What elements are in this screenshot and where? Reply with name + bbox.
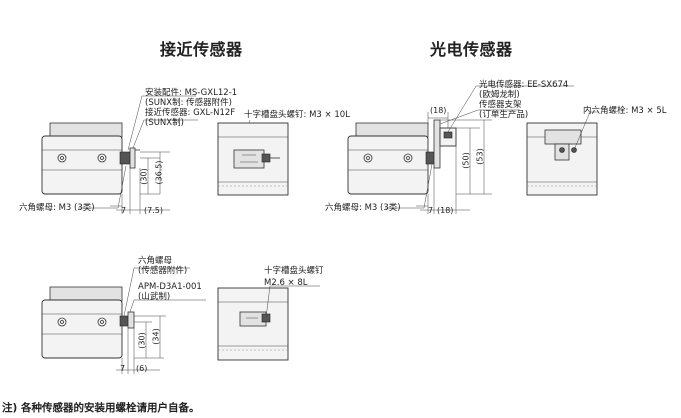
heading-proximity-sensor: 接近传感器 [160,40,243,59]
photo-label-2: 传感器支架 [479,100,522,110]
photo-label-block: 光电传感器: EE-SX674 (欧姆龙制) 传感器支架 (订单生产品) [479,80,568,120]
footnote: 注) 各种传感器的安装用螺栓请用户自备。 [2,402,200,414]
photo-dim-18-top: (18) [430,106,447,115]
photo-dim-50: (50) [461,152,471,169]
photo-actuator-side [526,111,598,196]
photo-dim-7: 7 [428,206,434,215]
proximity-top-label-block: 安装配件: MS-GXL12-1 (SUNX制: 传感器附件) 接近传感器: G… [145,88,237,128]
proximity-bottom-dim-6: (6) [136,364,148,373]
proximity-bottom-screw-title: 十字槽盘头螺钉 [264,266,324,276]
photo-label-0: 光电传感器: EE-SX674 [479,80,569,90]
photo-actuator-front [347,119,457,195]
proximity-top-label-0: 安装配件: MS-GXL12-1 [145,88,238,98]
proximity-top-dim-7: 7 [121,206,127,215]
proximity-bottom-label-2: APM-D3A1-001 [138,282,202,292]
proximity-bottom-label-3: (山武制) [138,292,171,302]
proximity-bottom-label-1: (传感器附件) [138,266,188,276]
photo-dim-18-bottom: (18) [437,206,454,215]
proximity-bottom-dimensions [116,267,206,374]
photo-label-3: (订单生产品) [479,110,529,120]
proximity-bottom-label-0: 六角螺母 [138,256,173,266]
proximity-top-screw-label: 十字槽盘头螺钉: M3 × 10L [244,110,350,120]
photo-dimensions [385,85,574,214]
photo-label-1: (欧姆龙制) [479,90,520,100]
proximity-bottom-actuator-side [217,285,320,361]
proximity-top-label-2: 接近传感器: GXL-N12F [145,108,236,118]
proximity-bottom-actuator-front [41,286,135,359]
proximity-top-label-1: (SUNX制: 传感器附件) [145,98,232,108]
proximity-top-actuator-front [41,122,140,195]
proximity-top-label-3: (SUNX制) [145,118,184,128]
photo-bolt-label: 内六角螺栓: M3 × 5L [583,106,667,116]
proximity-top-nut-label: 六角螺母: M3 (3类) [19,203,95,213]
proximity-bottom-label-block: 六角螺母 (传感器附件) APM-D3A1-001 (山武制) [138,256,202,302]
proximity-bottom-dim-7: 7 [120,364,126,373]
photo-dim-53: (53) [475,148,485,165]
proximity-top-dim-7-5: (7.5) [144,206,163,215]
proximity-top-actuator-side [217,122,289,196]
photo-nut-label: 六角螺母: M3 (3类) [325,203,401,213]
proximity-bottom-dim-30: (30) [137,332,147,349]
proximity-top-dim-36-5: (36.5) [154,160,164,185]
proximity-top-dim-30: (30) [139,168,149,185]
proximity-bottom-screw-spec: M2.6 × 8L [264,278,308,288]
heading-photoelectric-sensor: 光电传感器 [430,40,513,59]
proximity-bottom-dim-34: (34) [151,328,161,345]
